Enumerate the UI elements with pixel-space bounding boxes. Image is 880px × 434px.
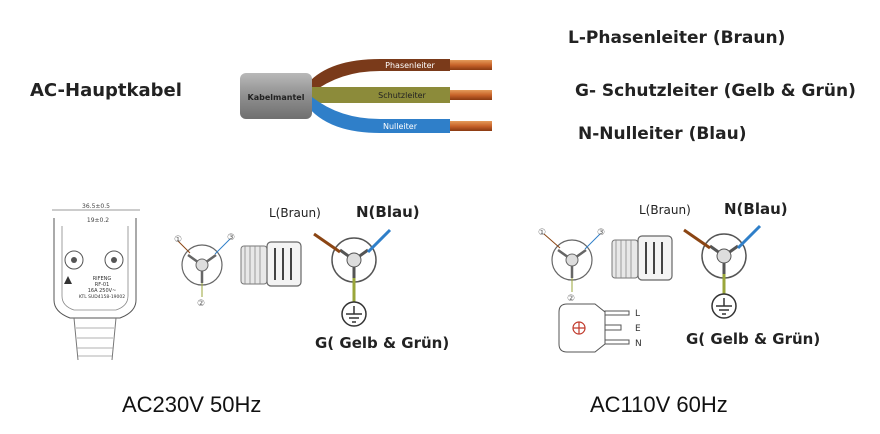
plug-line-4: KTL SUD4158-19002	[79, 294, 125, 300]
earth-copper	[450, 90, 492, 100]
right-connector-shell	[611, 235, 673, 281]
us-plug-e: E	[635, 324, 641, 334]
right-brown-wire	[683, 228, 711, 250]
right-pin-2: ②	[567, 294, 575, 304]
dim-inner: 19±0.2	[87, 217, 109, 224]
us-plug-drawing: L E N	[558, 303, 642, 353]
us-plug-n: N	[635, 339, 642, 349]
neutral-wire-label: Nulleiter	[383, 122, 418, 131]
left-caption: AC230V 50Hz	[122, 392, 262, 417]
right-label-n: N(Blau)	[724, 200, 788, 218]
earth-wire	[310, 87, 450, 103]
right-caption: AC110V 60Hz	[590, 392, 728, 417]
plug-line-2: RF-01	[95, 282, 110, 288]
cable-illustration: Kabelmantel Phasenleiter Schutzleiter Nu…	[240, 59, 492, 133]
left-pin-1: ①	[174, 235, 182, 245]
phase-copper	[450, 60, 492, 70]
left-label-l: L(Braun)	[269, 206, 321, 220]
right-pin-3: ③	[597, 228, 605, 238]
plug-line-1: RIFENG	[93, 276, 112, 282]
left-pin-2: ②	[197, 299, 205, 309]
left-blue-wire	[366, 228, 392, 254]
left-brown-wire	[313, 232, 341, 254]
legend-neutral: N-Nulleiter (Blau)	[578, 124, 747, 144]
cable-jacket	[240, 73, 312, 119]
earth-wire-label: Schutzleiter	[378, 91, 426, 100]
right-pin-diagram: ① ③ ②	[538, 228, 605, 304]
neutral-copper	[450, 121, 492, 131]
left-label-g: G( Gelb & Grün)	[315, 334, 450, 352]
right-wiring-diagram	[683, 224, 762, 319]
neutral-wire	[308, 97, 450, 133]
left-connector-shell	[240, 241, 302, 287]
right-pin-1: ①	[538, 228, 546, 238]
legend-earth: G- Schutzleiter (Gelb & Grün)	[575, 81, 856, 101]
right-label-g: G( Gelb & Grün)	[686, 330, 821, 348]
right-blue-wire	[736, 224, 762, 250]
left-pin-diagram: ① ③ ②	[174, 233, 235, 309]
phase-wire	[308, 59, 450, 93]
jacket-label: Kabelmantel	[248, 93, 305, 102]
left-pin-3: ③	[227, 233, 235, 243]
main-cable-label: AC-Hauptkabel	[30, 80, 182, 101]
left-label-n: N(Blau)	[356, 203, 420, 221]
schuko-plug-drawing: 36.5±0.5 19±0.2 RIFENG RF-01 16A 250V~ K…	[52, 203, 140, 361]
left-wiring-diagram	[313, 228, 392, 327]
legend-phase: L-Phasenleiter (Braun)	[568, 28, 786, 48]
phase-wire-label: Phasenleiter	[385, 61, 435, 70]
plug-line-3: 16A 250V~	[88, 288, 117, 294]
dim-top: 36.5±0.5	[82, 203, 110, 210]
right-label-l: L(Braun)	[639, 203, 691, 217]
us-plug-l: L	[635, 309, 640, 319]
